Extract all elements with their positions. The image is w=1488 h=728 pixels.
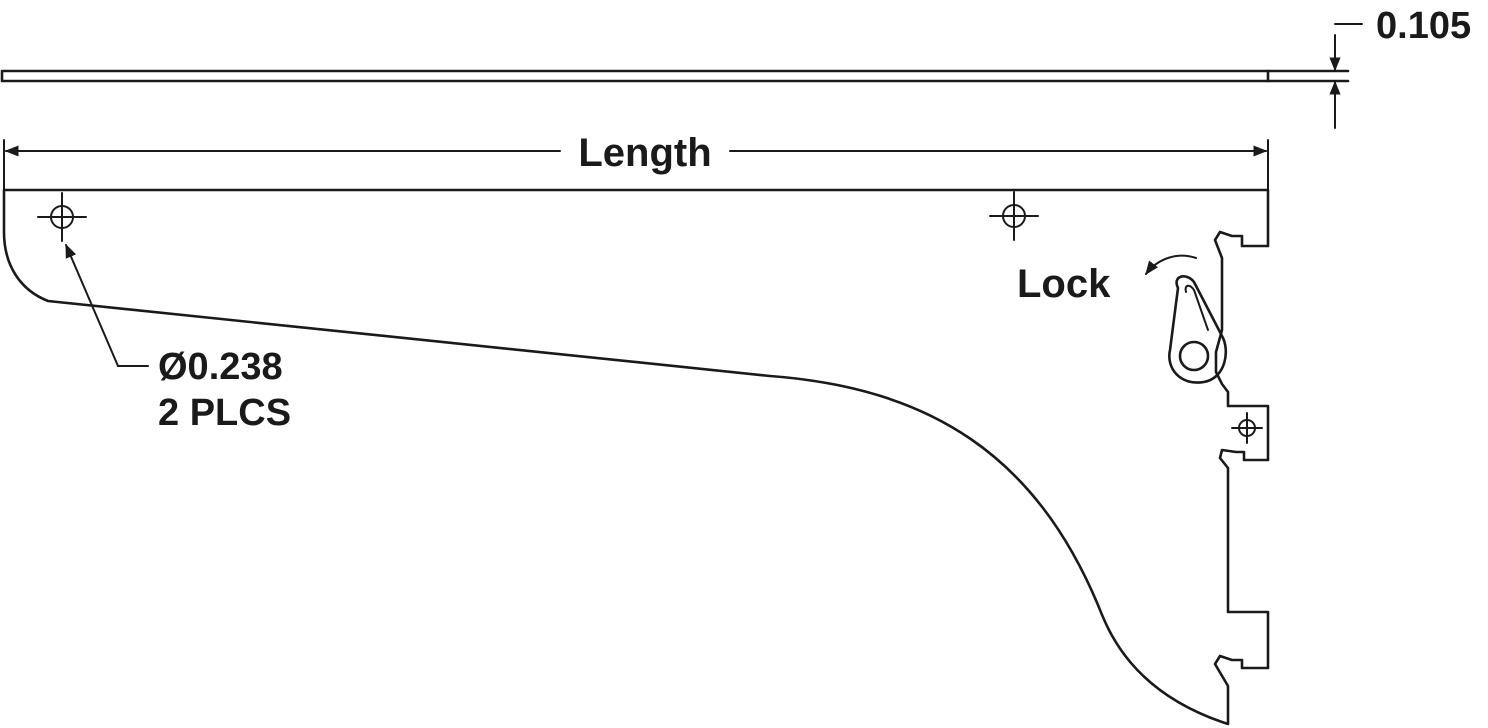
bracket-outline <box>2 188 1270 726</box>
lock-pivot <box>1178 340 1210 372</box>
thickness-dimension: 0.105 <box>1329 5 1471 129</box>
tab-hole <box>1231 412 1263 444</box>
thickness-label: 0.105 <box>1376 5 1471 47</box>
bracket-side-view: Lock <box>2 188 1270 726</box>
mounting-hole-right <box>989 191 1039 241</box>
length-label: Length <box>578 131 711 175</box>
hole-callout: Ø0.238 2 PLCS <box>65 243 291 434</box>
lock-lever-slot <box>1184 284 1209 331</box>
length-dimension: Length <box>3 131 1269 247</box>
lock-lever-outer <box>1168 275 1228 384</box>
hole-diameter-label: Ø0.238 <box>158 346 283 388</box>
lock-mechanism <box>1168 275 1228 384</box>
mounting-hole-left <box>37 192 87 242</box>
lock-label: Lock <box>1017 262 1111 306</box>
hole-count-label: 2 PLCS <box>158 392 291 434</box>
bracket-top-view <box>0 69 1350 83</box>
hole-callout-leader <box>65 243 149 367</box>
lock-direction-arrow <box>1145 254 1197 276</box>
bracket-bar-outline <box>0 69 1270 83</box>
